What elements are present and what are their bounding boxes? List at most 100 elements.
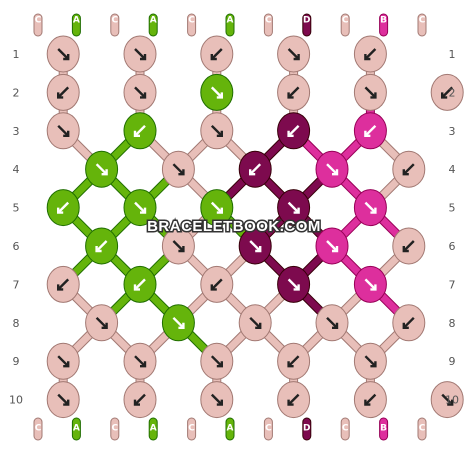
knot-arrow-head	[140, 207, 147, 214]
left-row-number: 5	[13, 202, 20, 215]
left-row-number: 9	[13, 355, 20, 368]
knot-arrow-sw	[364, 124, 377, 137]
knot-layer	[46, 35, 464, 419]
knot-arrow-sw	[402, 316, 415, 329]
knot-arrow-head	[370, 92, 377, 99]
knot-arrow-sw	[287, 393, 300, 406]
knot-arrow-head	[210, 284, 217, 291]
knot-arrow-sw	[134, 393, 146, 406]
right-row-number: 1	[449, 48, 456, 61]
knot-arrow-sw	[134, 278, 146, 291]
knot-arrow-se	[57, 393, 70, 406]
knot-arrow-sw	[134, 124, 146, 137]
knot-arrow-head	[101, 169, 108, 176]
knot-arrow-head	[178, 322, 185, 329]
knot-arrow-se	[134, 48, 146, 60]
knot-arrow-se	[249, 240, 262, 252]
knot-arrow-sw	[441, 86, 454, 99]
knot-arrow-head	[441, 92, 448, 99]
knot-arrow-head	[293, 207, 300, 214]
knot-arrow-head	[178, 246, 185, 253]
knot-arrow-head	[332, 169, 339, 176]
top-strand-label-B: B	[380, 16, 387, 26]
knot-arrow-sw	[210, 278, 223, 291]
knot-arrow-head	[63, 54, 70, 61]
knot-arrow-head	[101, 322, 108, 329]
knot-arrow-head	[287, 130, 294, 138]
knot-arrow-se	[287, 278, 300, 291]
top-strand-label-C: C	[419, 16, 426, 26]
knot-arrow-head	[287, 361, 294, 368]
bottom-strand-label-C: C	[188, 424, 195, 434]
right-row-number: 10	[445, 394, 459, 407]
knot-arrow-se	[57, 355, 70, 368]
knot-arrow-se	[364, 201, 377, 214]
left-row-number: 2	[13, 86, 20, 99]
knot-arrow-se	[210, 355, 223, 368]
knot-arrow-se	[210, 124, 223, 137]
top-strand-label-C: C	[342, 16, 349, 26]
knot-arrow-head	[140, 54, 147, 61]
knot-arrow-head	[287, 92, 294, 99]
knot-arrow-head	[255, 322, 262, 329]
bottom-strand-label-C: C	[419, 424, 426, 434]
knot-arrow-sw	[287, 86, 300, 99]
knot-arrow-head	[216, 207, 224, 214]
left-row-number: 4	[13, 163, 20, 176]
knot-arrow-head	[140, 361, 147, 368]
knot-arrow-head	[95, 246, 102, 253]
right-row-number: 9	[449, 355, 456, 368]
knot-arrow-se	[134, 201, 146, 214]
knot-arrow-head	[402, 322, 409, 329]
knot-arrow-sw	[287, 124, 300, 137]
knot-arrow-se	[134, 86, 146, 99]
knot-arrow-se	[364, 355, 377, 368]
left-row-number: 6	[13, 240, 20, 253]
knot-arrow-se	[364, 278, 377, 291]
bottom-strand-label-B: B	[380, 424, 387, 434]
right-row-number: 6	[449, 240, 456, 253]
knot-arrow-se	[287, 201, 300, 214]
top-strand-label-D: D	[303, 16, 310, 26]
knot-arrow-head	[402, 246, 409, 253]
knot-arrow-sw	[402, 163, 415, 176]
knot-arrow-sw	[287, 355, 300, 368]
knot-arrow-head	[57, 207, 64, 214]
knot-arrow-se	[172, 316, 185, 329]
left-row-number: 8	[13, 317, 20, 330]
knot-arrow-head	[133, 130, 140, 138]
knot-arrow-se	[364, 86, 377, 99]
knot-arrow-se	[326, 163, 338, 176]
knot-arrow-head	[63, 130, 70, 138]
knot-arrow-se	[326, 316, 338, 329]
bottom-strand-label-C: C	[265, 424, 272, 434]
knot-arrow-head	[216, 130, 224, 138]
right-row-number: 4	[449, 163, 456, 176]
knot-arrow-head	[133, 399, 140, 406]
knot-arrow-head	[178, 169, 185, 176]
knot-arrow-head	[216, 361, 224, 368]
knot-arrow-se	[441, 393, 454, 406]
knot-arrow-sw	[402, 240, 415, 252]
knot-arrow-head	[216, 92, 224, 99]
knot-arrow-head	[447, 399, 454, 406]
top-strand-label-C: C	[35, 16, 42, 26]
right-row-number: 5	[449, 202, 456, 215]
bottom-strand-label-A: A	[227, 424, 234, 434]
knot-arrow-sw	[57, 201, 70, 214]
top-strand-label-A: A	[150, 16, 157, 26]
knot-arrow-sw	[364, 48, 377, 60]
knot-arrow-se	[249, 316, 262, 329]
bottom-strand-label-C: C	[111, 424, 118, 434]
knot-arrow-se	[95, 316, 108, 329]
knot-arrow-head	[210, 54, 217, 61]
knot-arrow-head	[287, 399, 294, 406]
knot-arrow-se	[210, 86, 223, 99]
left-row-number: 10	[9, 394, 23, 407]
knot-arrow-head	[133, 284, 140, 291]
left-row-number: 1	[13, 48, 20, 61]
knot-arrow-se	[287, 48, 300, 60]
bottom-strand-label-D: D	[303, 424, 310, 434]
